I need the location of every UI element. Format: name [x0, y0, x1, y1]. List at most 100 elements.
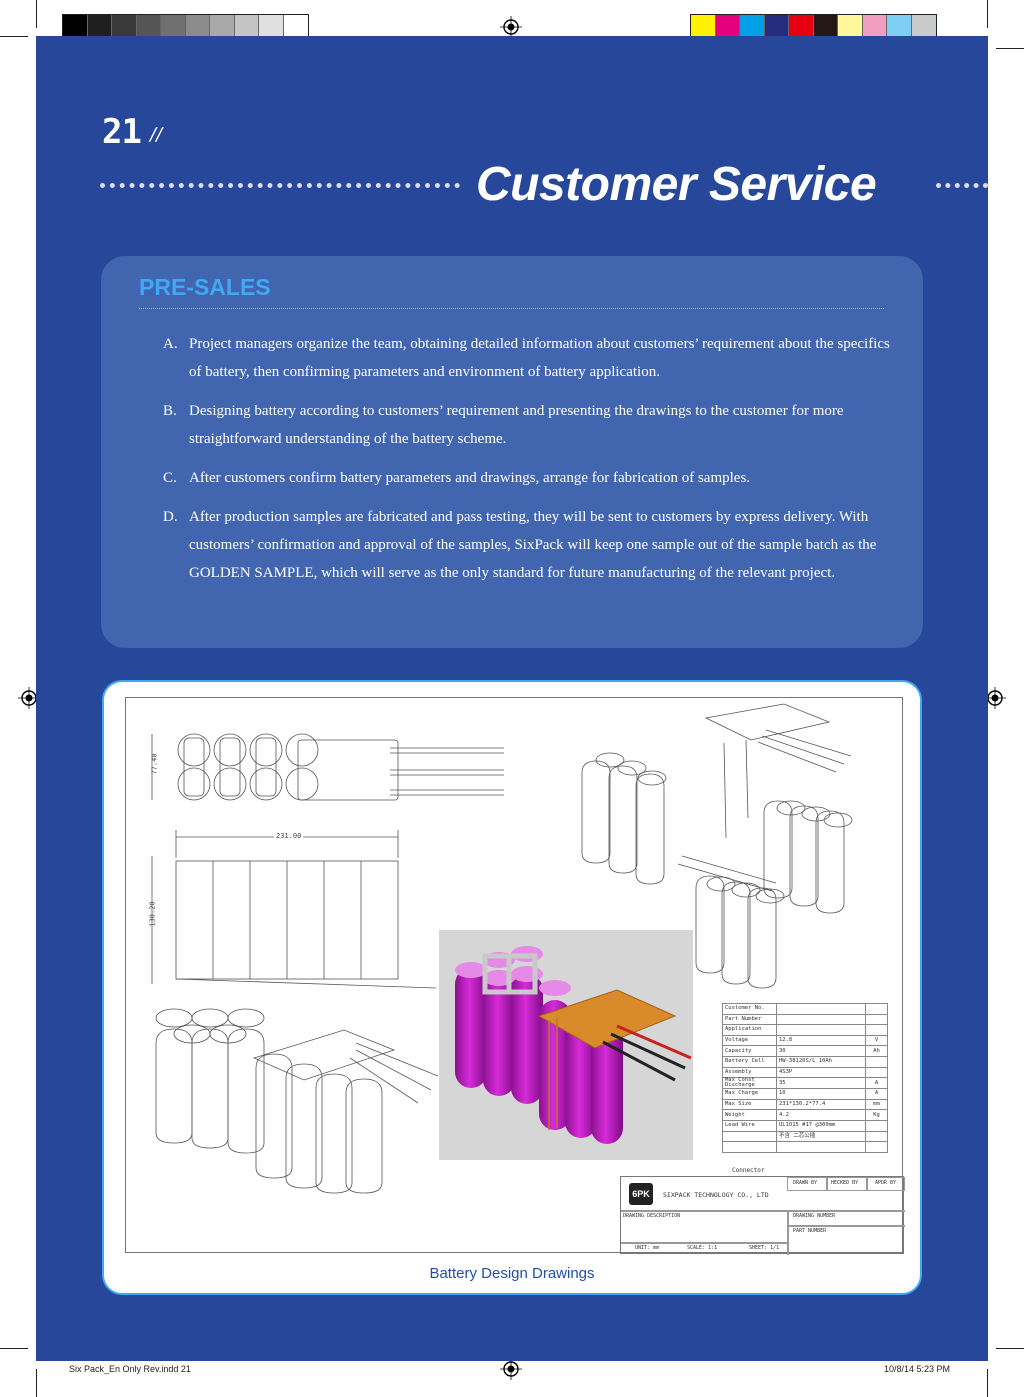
- spec-label: Max Size: [722, 1098, 777, 1111]
- battery-3d-render: [439, 930, 693, 1160]
- spec-value: 35: [776, 1077, 866, 1090]
- spec-unit: [865, 1024, 888, 1036]
- spec-value: [776, 1024, 866, 1036]
- spec-label: Capacity: [722, 1045, 777, 1057]
- spec-unit: [865, 1013, 888, 1026]
- spec-label: Weight: [722, 1109, 777, 1121]
- drawing-description-label: DRAWING DESCRIPTION: [623, 1213, 681, 1219]
- drawing-caption: Battery Design Drawings: [429, 1265, 595, 1282]
- title-block-cell: [867, 1177, 905, 1191]
- spec-unit: [865, 1130, 888, 1143]
- list-item-text: Designing battery according to customers…: [189, 403, 844, 447]
- length-dimension-label: 130.20: [148, 901, 157, 927]
- presales-panel: PRE-SALES A.Project managers organize th…: [101, 256, 923, 648]
- approved-by-label: APDR BY: [875, 1180, 897, 1186]
- title-block-cell: [787, 1210, 789, 1255]
- list-marker: D.: [163, 509, 178, 525]
- company-name: SIXPACK TECHNOLOGY CO., LTD: [663, 1191, 769, 1199]
- title-row: Customer Service: [36, 151, 988, 221]
- spec-value: [776, 1141, 866, 1153]
- width-dimension-label: 231.00: [274, 832, 304, 840]
- page-number: 21: [102, 112, 142, 152]
- list-item: C. After customers confirm battery parame…: [163, 464, 893, 492]
- slug-filename: Six Pack_En Only Rev.indd 21: [69, 1364, 191, 1374]
- list-marker: A.: [163, 336, 178, 352]
- spec-label: Battery Cell: [722, 1055, 777, 1068]
- spec-value: 231*130.2*77.4: [776, 1098, 866, 1111]
- spec-value: [776, 1013, 866, 1026]
- trim-mark: [987, 0, 988, 28]
- spec-unit: mm: [865, 1098, 888, 1111]
- registration-mark-icon: [500, 1358, 522, 1380]
- drawing-title-block: 6PK SIXPACK TECHNOLOGY CO., LTD DRAWN BY…: [620, 1176, 905, 1255]
- spec-value: 不含 二芯公插: [776, 1130, 866, 1143]
- list-marker: C.: [163, 470, 177, 486]
- trim-mark: [0, 36, 28, 37]
- spec-value: 10: [776, 1088, 866, 1100]
- spec-unit: A: [865, 1088, 888, 1100]
- spec-label: Customer No.: [722, 1003, 777, 1015]
- spec-label: [722, 1141, 777, 1153]
- title-dots-left: [100, 183, 460, 188]
- spec-label: Assembly: [722, 1066, 777, 1079]
- table-row: [722, 1141, 888, 1153]
- battery-drawing-frame: 77.40 231.00 130.20: [102, 680, 922, 1295]
- height-dimension-label: 77.40: [150, 753, 159, 775]
- spec-unit: [865, 1119, 888, 1132]
- list-item-text: After production samples are fabricated …: [189, 509, 877, 581]
- trim-mark: [996, 1348, 1024, 1349]
- trim-mark: [36, 0, 37, 28]
- spec-unit: V: [865, 1034, 888, 1047]
- title-dots-right: [936, 183, 988, 188]
- presales-heading: PRE-SALES: [139, 274, 271, 300]
- spec-value: 4.2: [776, 1109, 866, 1121]
- list-item: D. After production samples are fabricate…: [163, 503, 893, 587]
- title-block-cell: [827, 1177, 867, 1191]
- presales-list: A.Project managers organize the team, ob…: [163, 330, 893, 598]
- spec-unit: [865, 1141, 888, 1153]
- trim-mark: [36, 1369, 37, 1397]
- spec-label: Voltage: [722, 1034, 777, 1047]
- page: 21 // Customer Service PRE-SALES A.Proje…: [36, 36, 988, 1361]
- spec-unit: Kg: [865, 1109, 888, 1121]
- registration-mark-icon: [500, 16, 522, 38]
- list-marker: B.: [163, 403, 177, 419]
- page-number-slash: //: [150, 124, 163, 145]
- title-block-cell: [621, 1210, 905, 1212]
- title-block-cell: [621, 1242, 787, 1244]
- spec-label: Max Charge: [722, 1088, 777, 1100]
- spec-label: Application: [722, 1024, 777, 1036]
- sheet-label: SHEET: 1/1: [749, 1245, 780, 1251]
- spec-unit: [865, 1055, 888, 1068]
- table-row: 不含 二芯公插: [722, 1130, 888, 1143]
- connector-label: Connector: [732, 1167, 765, 1174]
- part-number-label: PART NUMBER: [793, 1228, 827, 1234]
- table-row: Customer No.: [722, 1003, 888, 1015]
- sixpack-logo-icon: 6PK: [629, 1183, 653, 1205]
- technical-drawing: [151, 703, 853, 1194]
- spec-unit: [865, 1066, 888, 1079]
- list-item: A.Project managers organize the team, ob…: [163, 330, 893, 386]
- slug-date: 10/8/14 5:23 PM: [884, 1364, 951, 1374]
- scale-label: SCALE: 1:1: [687, 1245, 718, 1251]
- list-item-text: After customers confirm battery paramete…: [189, 470, 751, 486]
- spec-value: 4S3P: [776, 1066, 866, 1079]
- title-block-cell: [787, 1177, 827, 1191]
- list-item: B. Designing battery according to custome…: [163, 397, 893, 453]
- spec-value: UL1015 #17 @300mm: [776, 1119, 866, 1132]
- page-title: Customer Service: [476, 158, 877, 211]
- presales-divider: [139, 308, 884, 309]
- spec-value: 30: [776, 1045, 866, 1057]
- unit-label: UNIT: mm: [635, 1245, 660, 1251]
- drawing-sheet: 77.40 231.00 130.20: [125, 697, 905, 1255]
- checked-by-label: HECKED BY: [831, 1180, 859, 1186]
